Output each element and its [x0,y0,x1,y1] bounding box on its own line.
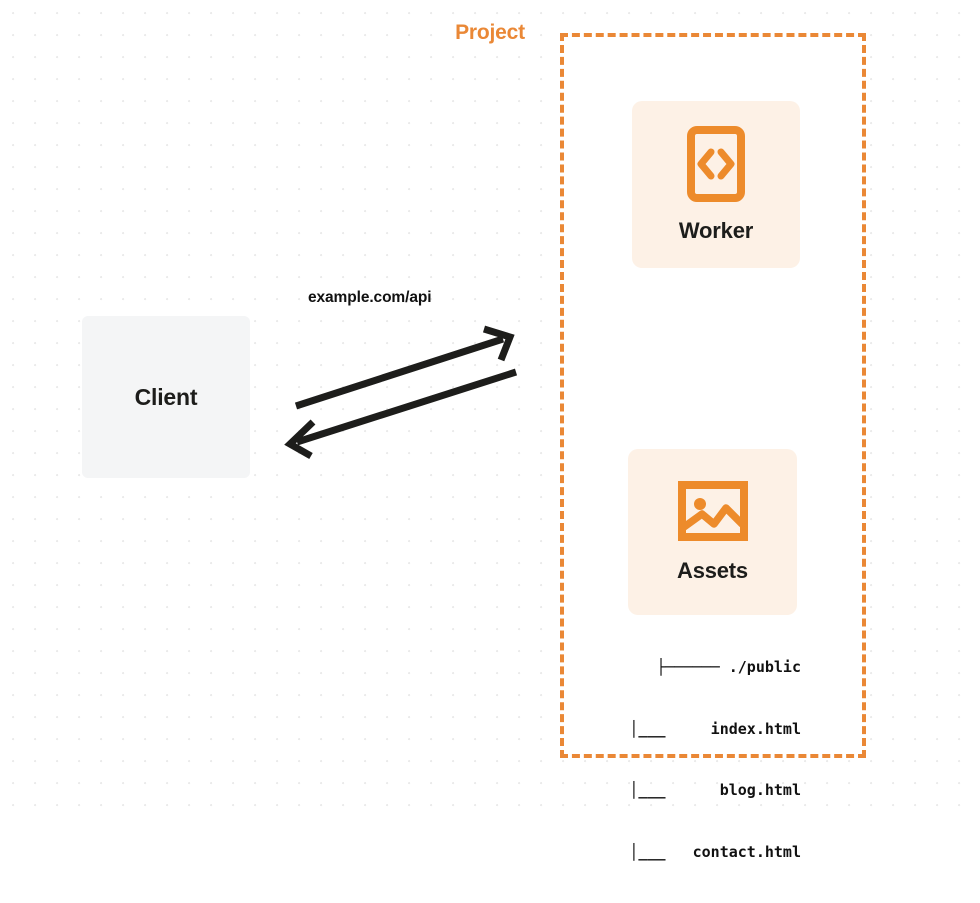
file-tree-row: │___ blog.html [629,781,801,799]
connection-label: example.com/api [308,289,432,306]
service-card-worker[interactable]: Worker [632,101,800,268]
diagram-canvas: Client example.com/api Project Worker [0,0,980,861]
file-tree-row: ├────── ./public [656,658,802,676]
response-arrow-head [284,419,316,460]
image-icon [677,481,748,541]
asset-file-tree: ├────── ./public │___ index.html │___ bl… [605,616,801,903]
project-title: Project [448,21,532,45]
client-node: Client [82,316,250,478]
client-node-label: Client [134,383,198,410]
request-arrow-head [482,325,515,362]
service-card-assets-label: Assets [677,558,748,583]
request-arrow-line [294,335,505,410]
code-brackets-icon [687,125,745,202]
service-card-assets[interactable]: Assets [628,449,797,615]
file-tree-row: │___ contact.html [629,842,801,861]
response-arrow-line [295,368,518,446]
service-card-worker-label: Worker [678,217,754,243]
file-tree-row: │___ index.html [629,719,801,738]
